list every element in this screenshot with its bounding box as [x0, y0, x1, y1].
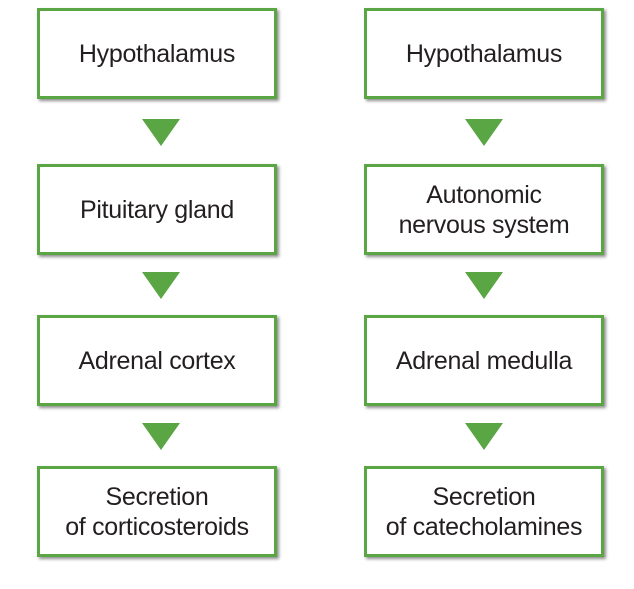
down-arrow-icon — [465, 423, 503, 450]
autonomic-nervous-system-box: Autonomic nervous system — [364, 164, 604, 255]
right-hypothalamus-box: Hypothalamus — [364, 8, 604, 99]
catecholamines-secretion-box: Secretion of catecholamines — [364, 466, 604, 557]
pituitary-gland-box: Pituitary gland — [37, 164, 277, 255]
down-arrow-icon — [142, 423, 180, 450]
left-hypothalamus-box: Hypothalamus — [37, 8, 277, 99]
down-arrow-icon — [142, 272, 180, 299]
adrenal-cortex-box: Adrenal cortex — [37, 315, 277, 406]
down-arrow-icon — [465, 119, 503, 146]
down-arrow-icon — [142, 119, 180, 146]
corticosteroids-secretion-box: Secretion of corticosteroids — [37, 466, 277, 557]
down-arrow-icon — [465, 272, 503, 299]
adrenal-medulla-box: Adrenal medulla — [364, 315, 604, 406]
